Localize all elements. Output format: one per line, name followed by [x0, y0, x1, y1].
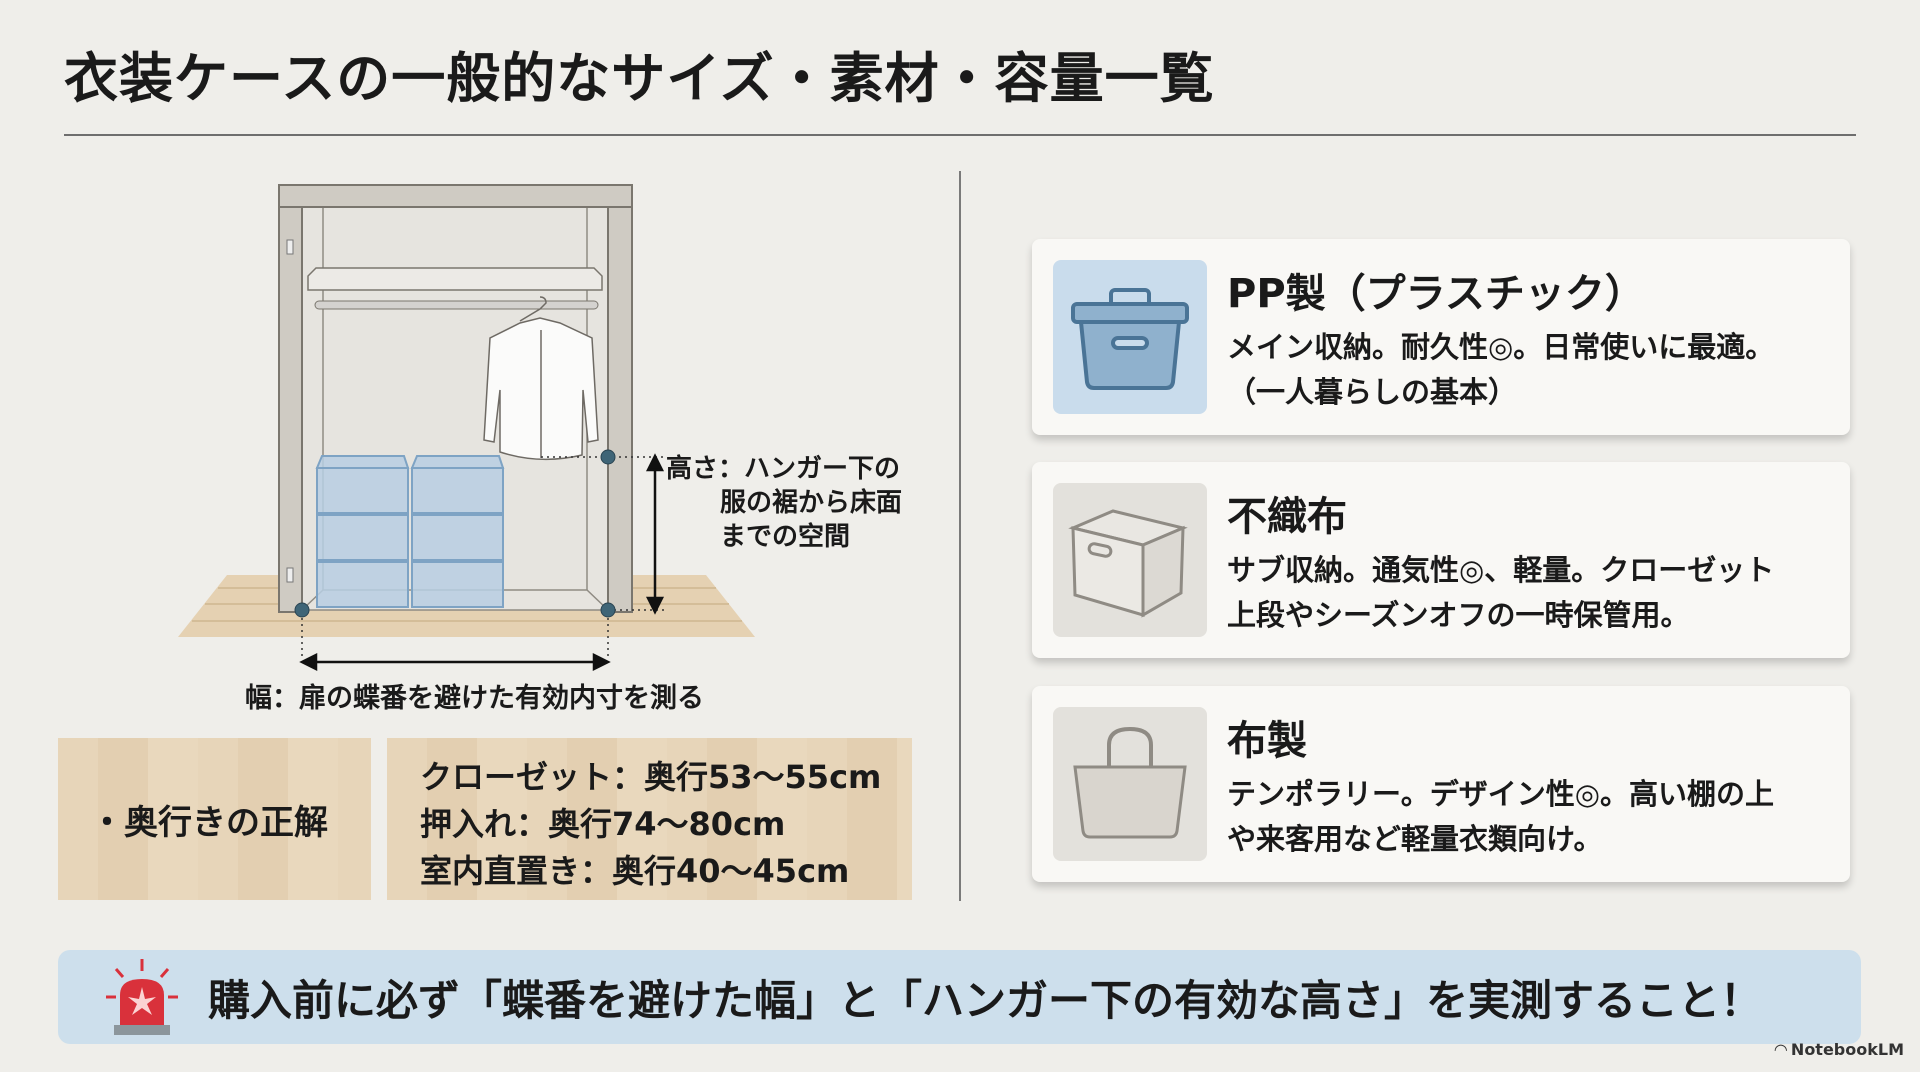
fabric-box-icon: [1053, 483, 1207, 637]
width-arrow: [299, 652, 611, 672]
material-card-pp: PP製（プラスチック） メイン収納。耐久性◎。日常使いに最適。（一人暮らしの基本…: [1032, 239, 1850, 435]
shelf: [307, 267, 603, 291]
warning-banner: 購入前に必ず「蝶番を避けた幅」と「ハンガー下の有効な高さ」を実測すること！: [58, 950, 1861, 1044]
material-desc: テンポラリー。デザイン性◎。高い棚の上や来客用など軽量衣類向け。: [1227, 777, 1775, 856]
hinge-icon: [286, 239, 294, 255]
material-card-nonwoven: 不織布 サブ収納。通気性◎、軽量。クローゼット上段やシーズンオフの一時保管用。: [1032, 462, 1850, 658]
plastic-box-icon: [1053, 260, 1207, 414]
measure-point: [600, 602, 616, 618]
measure-point: [294, 602, 310, 618]
title-divider: [64, 134, 1856, 136]
closet-frame-top: [278, 184, 633, 208]
width-label: 幅：扉の蝶番を避けた有効内寸を測る: [245, 683, 704, 714]
depth-list: クローゼット：奥行53〜55cm 押入れ：奥行74〜80cm 室内直置き：奥行4…: [387, 738, 912, 900]
column-divider: [959, 171, 961, 901]
height-label-line: 服の裾から床面: [720, 488, 903, 518]
closet-illustration: [178, 184, 755, 672]
logo-icon: ◠: [1774, 1040, 1787, 1059]
depth-heading: ・奥行きの正解: [58, 738, 371, 900]
hanger-rod: [314, 300, 599, 310]
closet-frame-right: [607, 206, 633, 613]
height-arrow: [645, 453, 665, 615]
depth-item: 室内直置き：奥行40〜45cm: [420, 852, 850, 890]
material-title: PP製（プラスチック）: [1227, 271, 1645, 317]
notebooklm-logo: ◠NotebookLM: [1774, 1040, 1904, 1059]
hinge-icon: [286, 567, 294, 583]
material-desc: サブ収納。通気性◎、軽量。クローゼット上段やシーズンオフの一時保管用。: [1227, 553, 1775, 632]
siren-icon: [106, 959, 178, 1035]
material-title: 不織布: [1227, 494, 1347, 540]
banner-text: 購入前に必ず「蝶番を避けた幅」と「ハンガー下の有効な高さ」を実測すること！: [208, 975, 1763, 1025]
closet-frame-left: [278, 206, 303, 613]
material-card-cloth: 布製 テンポラリー。デザイン性◎。高い棚の上や来客用など軽量衣類向け。: [1032, 686, 1850, 882]
material-desc: メイン収納。耐久性◎。日常使いに最適。（一人暮らしの基本）: [1227, 330, 1775, 409]
depth-item: クローゼット：奥行53〜55cm: [420, 758, 882, 796]
page-title: 衣装ケースの一般的なサイズ・素材・容量一覧: [64, 47, 1215, 110]
depth-item: 押入れ：奥行74〜80cm: [420, 805, 786, 843]
material-title: 布製: [1227, 718, 1307, 764]
height-label-line: 高さ：ハンガー下の: [666, 454, 901, 484]
height-label: 高さ：ハンガー下の 服の裾から床面 までの空間: [666, 452, 902, 554]
height-label-line: までの空間: [720, 522, 851, 552]
tote-bag-icon: [1053, 707, 1207, 861]
storage-cases: [315, 455, 505, 608]
shirt-icon: [483, 296, 599, 461]
measure-point: [600, 449, 616, 465]
